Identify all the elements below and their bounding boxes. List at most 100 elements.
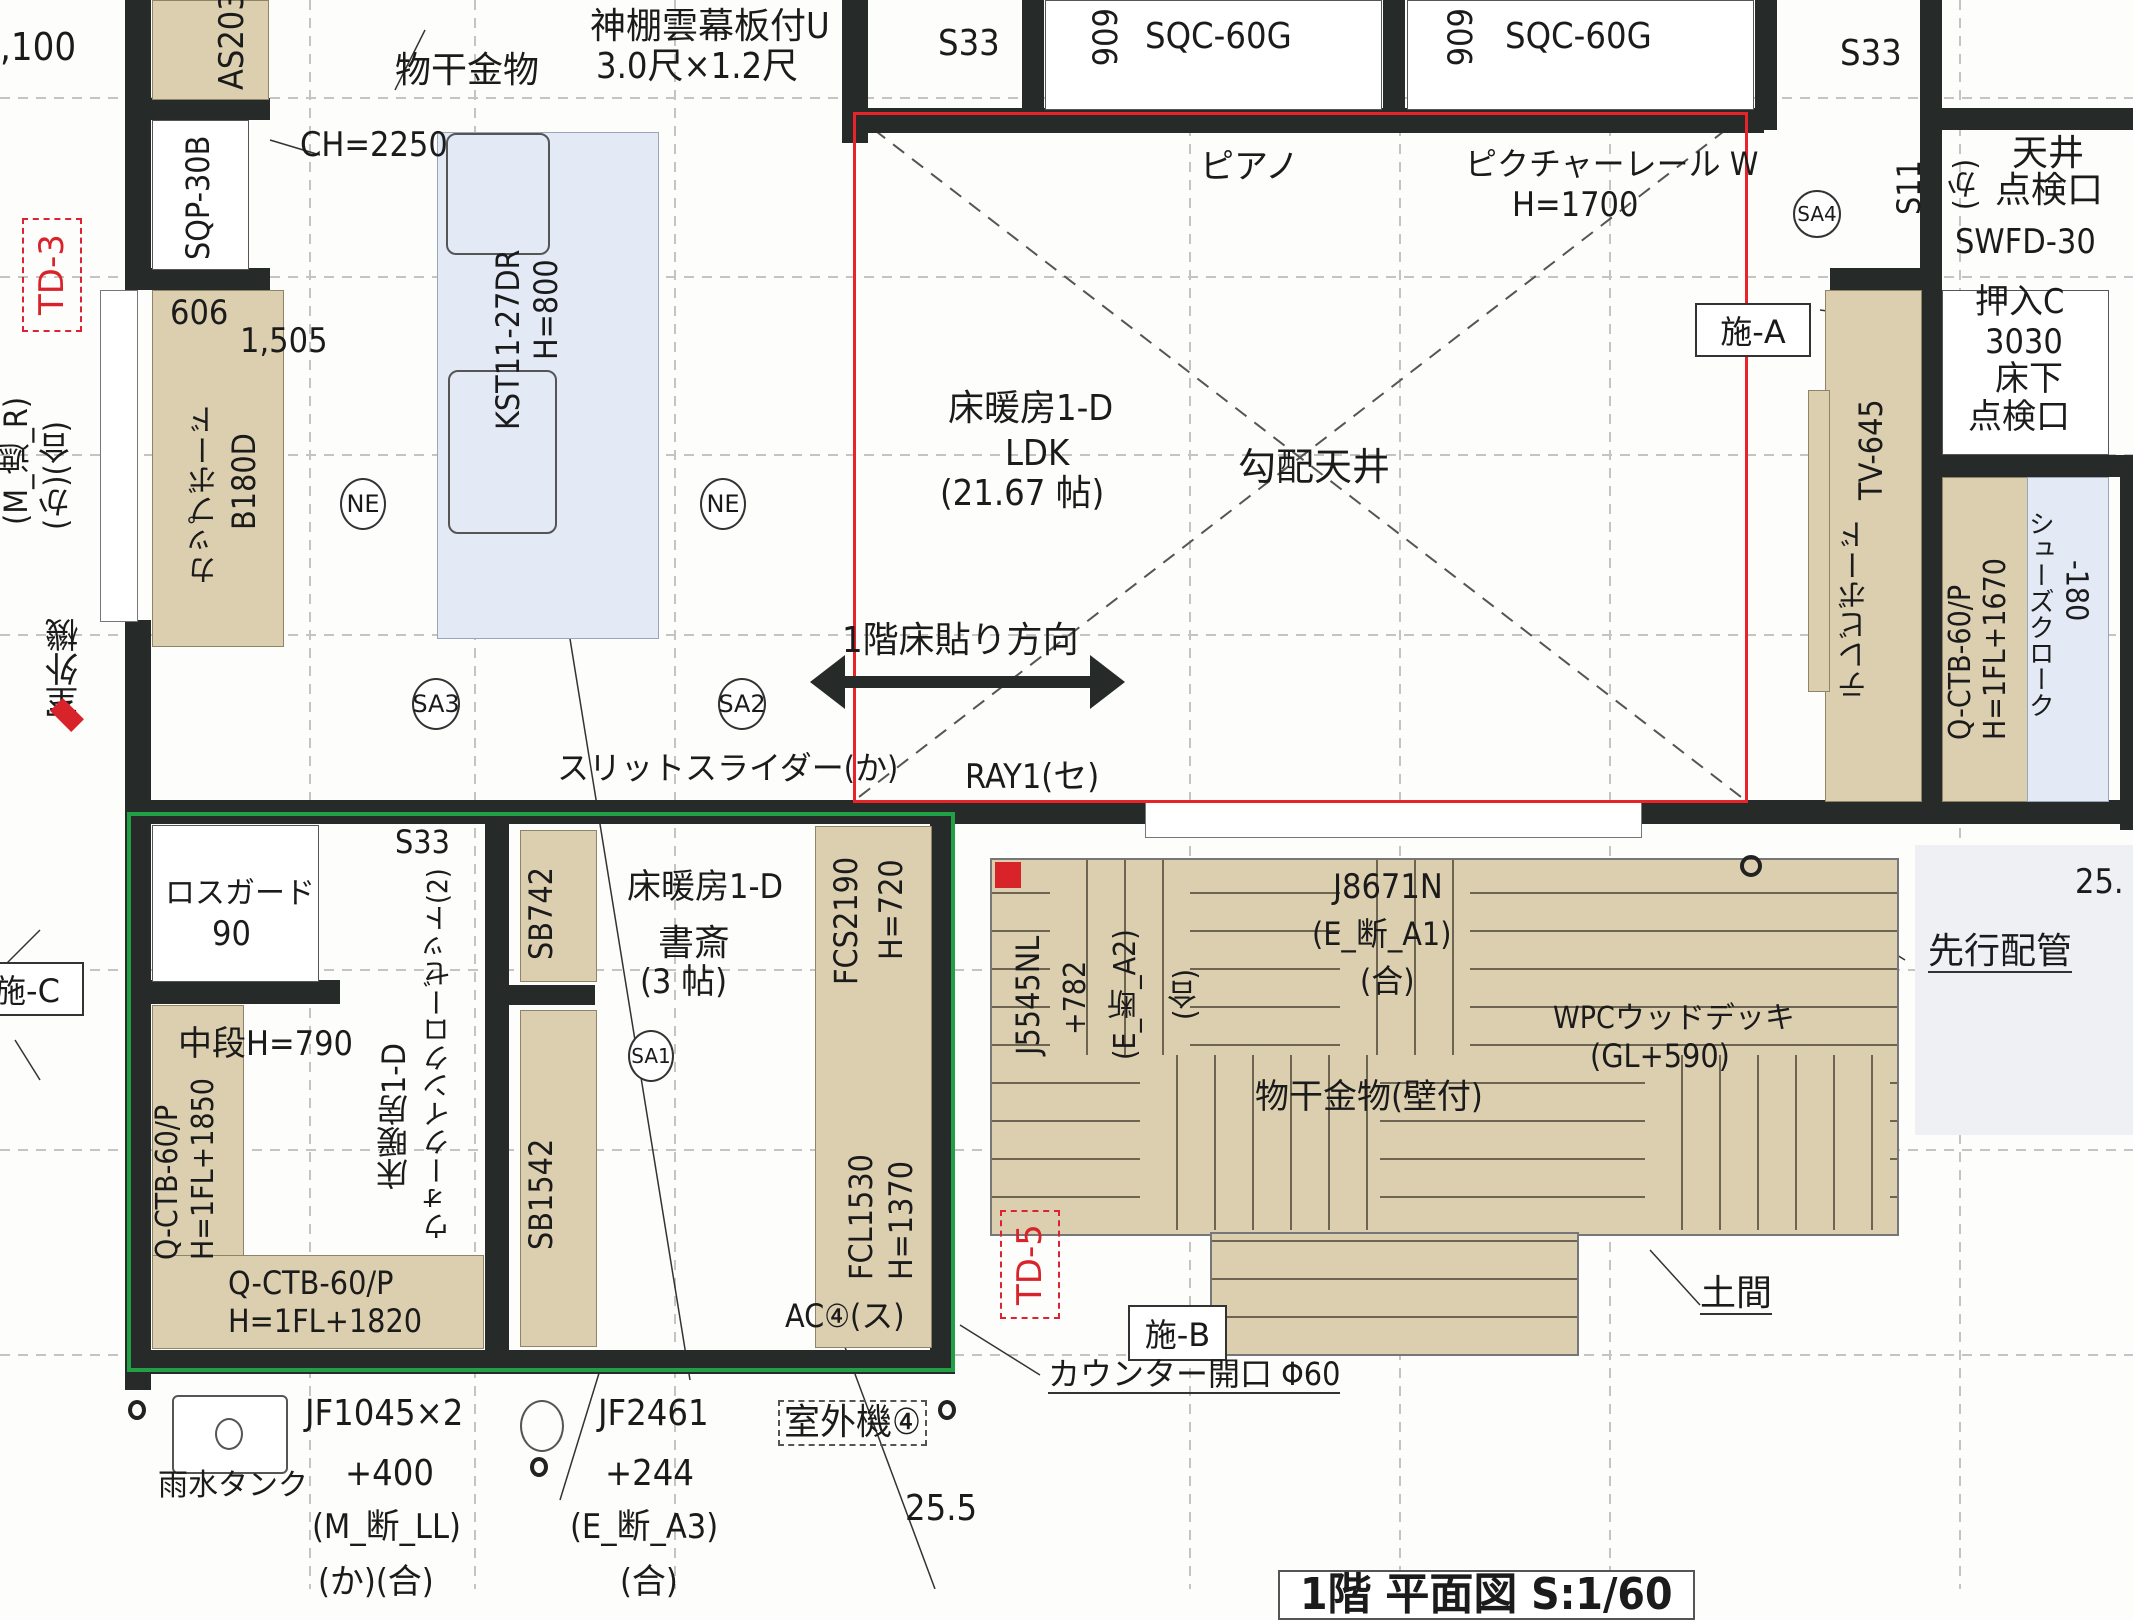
label-shoes-cloak: シューズクローク (2024, 510, 2055, 718)
label-ac4: AC④(ス) (785, 1297, 905, 1335)
kitchen-sink (446, 133, 550, 255)
wall-sqp-bottom (125, 268, 270, 290)
label-j8671n: J8671N (1333, 867, 1443, 907)
label-sb1542: SB1542 (522, 1138, 560, 1250)
label-fcl1530-h: H=1370 (882, 1160, 920, 1280)
label-wpc-deck: WPCウッドデッキ (1553, 1001, 1795, 1036)
label-s11: S11 (1890, 160, 1928, 215)
label-rain-tank: 雨水タンク (158, 1468, 308, 1503)
wall-top-mid-3 (1755, 0, 1777, 130)
wall-study-right (930, 812, 955, 1162)
cabinet-sqc-2 (1407, 0, 1754, 110)
label-ldk-room: LDK (1005, 433, 1070, 474)
label-floor-direction: 1階床貼り方向 (842, 620, 1079, 661)
label-jf2461-g: (合) (620, 1562, 678, 1602)
tag-se-c: 施-C (0, 962, 84, 1016)
ldk-highlight-frame (853, 112, 1748, 803)
tag-se-b: 施-B (1128, 1305, 1227, 1361)
label-jf2461-e: (E_断_A3) (570, 1507, 719, 1547)
label-go-1: (合) (1360, 962, 1415, 1000)
label-jf1045-g: (か)(合) (318, 1562, 434, 1602)
tag-td5: TD-5 (1000, 1210, 1060, 1319)
rain-tank-circle (215, 1418, 243, 1450)
label-swfd-30: SWFD-30 (1955, 222, 2096, 262)
label-ceiling-inspect: 天井 (2012, 133, 2085, 174)
label-doma: 土間 (1700, 1273, 1773, 1315)
label-rossguard: ロスガード (165, 876, 315, 911)
dim-1100: ,100 (0, 25, 77, 69)
label-jf2461-h: +244 (605, 1453, 694, 1494)
label-sqc2-dim: 606 (1438, 8, 1479, 67)
wall-left-exterior (125, 0, 151, 285)
wall-study-right-lower (930, 1160, 955, 1372)
label-rossguard-90: 90 (212, 914, 251, 954)
label-wic-qctb-h: Q-CTB-60/P (228, 1264, 394, 1302)
label-j5545nl: J5545NL (1009, 935, 1047, 1055)
label-jf1045: JF1045×2 (305, 1393, 464, 1434)
tag-sa1: SA1 (628, 1030, 674, 1082)
cabinet-sb742 (520, 830, 597, 982)
label-ceiling-inspect-2: 点検口 (1995, 170, 2104, 211)
dim-25-right: 25. (2075, 862, 2124, 902)
post-marker-1 (128, 1400, 146, 1420)
label-e-dan-a2: (E_断_A2) (1108, 929, 1143, 1060)
label-wic-room: ウォークインクローゼット(2) (421, 868, 454, 1240)
label-sqc1-dim: 606 (1083, 8, 1124, 67)
wall-rossguard-bottom (125, 980, 340, 1004)
label-slit-slider: スリットスライダー(か) (557, 749, 899, 787)
dim-606: 606 (170, 293, 229, 333)
dim-1505: 1,505 (240, 321, 328, 361)
label-outdoor-unit-4: 室外機④ (778, 1400, 928, 1446)
wall-right-edge (2120, 460, 2133, 830)
arrow-head-right (1090, 655, 1125, 709)
tag-ne-1: NE (340, 478, 386, 530)
label-s33-left: S33 (938, 23, 1000, 64)
label-study-room: 書斎 (658, 923, 731, 964)
label-sb742: SB742 (522, 867, 560, 960)
label-sloped-ceiling: 勾配天井 (1238, 445, 1391, 489)
label-wic-floor-heat: 床暖房1-D (375, 1043, 413, 1190)
deck-block-3 (1140, 1055, 1380, 1230)
tag-ne-2: NE (700, 478, 746, 530)
dim-25-5: 25.5 (905, 1488, 978, 1529)
pre-pipe-marker (1740, 855, 1762, 877)
label-counter-opening: カウンター開口 Φ60 (1048, 1355, 1341, 1394)
label-study-area: (3 帖) (640, 962, 728, 1002)
label-pre-pipe: 先行配管 (1928, 931, 2073, 973)
drain-marker (520, 1400, 564, 1452)
cabinet-fcs-fcl (815, 826, 932, 1348)
deck-block-4 (1645, 1055, 1890, 1230)
closet-oshiire (1942, 290, 2109, 455)
label-middle-shelf: 中段H=790 (178, 1024, 354, 1064)
wall-top-left (125, 98, 270, 120)
wall-top-mid-2 (1383, 0, 1405, 130)
wall-closet-bottom (1920, 455, 2133, 477)
kitchen-stove (448, 370, 557, 534)
wall-top-mid-1 (1022, 0, 1044, 130)
label-as203: AS203 (212, 0, 252, 90)
window-left (100, 290, 138, 622)
label-closet: 押入C (1975, 282, 2065, 322)
label-kamidana-size: 3.0尺×1.2尺 (596, 46, 799, 87)
label-m-ken-r: (M_遮_R) (0, 396, 35, 525)
wic-shelf-bottom (152, 1255, 484, 1349)
wall-closet-top (1830, 268, 1940, 290)
cabinet-sqc-1 (1045, 0, 1382, 110)
study-highlight-frame (127, 812, 955, 1372)
label-tv-645: TV-645 (1852, 399, 1890, 500)
label-kamidana: 神棚雲幕板付U (590, 6, 830, 47)
label-floor-inspect-2: 点検口 (1968, 397, 2070, 437)
label-ka-go: (か)(合) (37, 421, 75, 530)
label-kst11: KST11-27DR (489, 249, 527, 430)
cabinet-as203 (152, 0, 269, 100)
label-picture-rail: ピクチャーレール W (1465, 145, 1759, 183)
label-ch-2250: CH=2250 (300, 125, 448, 165)
label-kst11-h: H=800 (527, 259, 565, 360)
wall-sb-divider (485, 985, 595, 1005)
label-wic-qctb-v: Q-CTB-60/P (150, 1104, 185, 1260)
deck-steps (1210, 1232, 1579, 1356)
label-fcl1530: FCL1530 (842, 1154, 880, 1280)
label-study-floor-heat: 床暖房1-D (627, 867, 784, 907)
label-cupboard-code: B180D (225, 433, 263, 530)
label-fcs2190-h: H=720 (872, 859, 910, 960)
